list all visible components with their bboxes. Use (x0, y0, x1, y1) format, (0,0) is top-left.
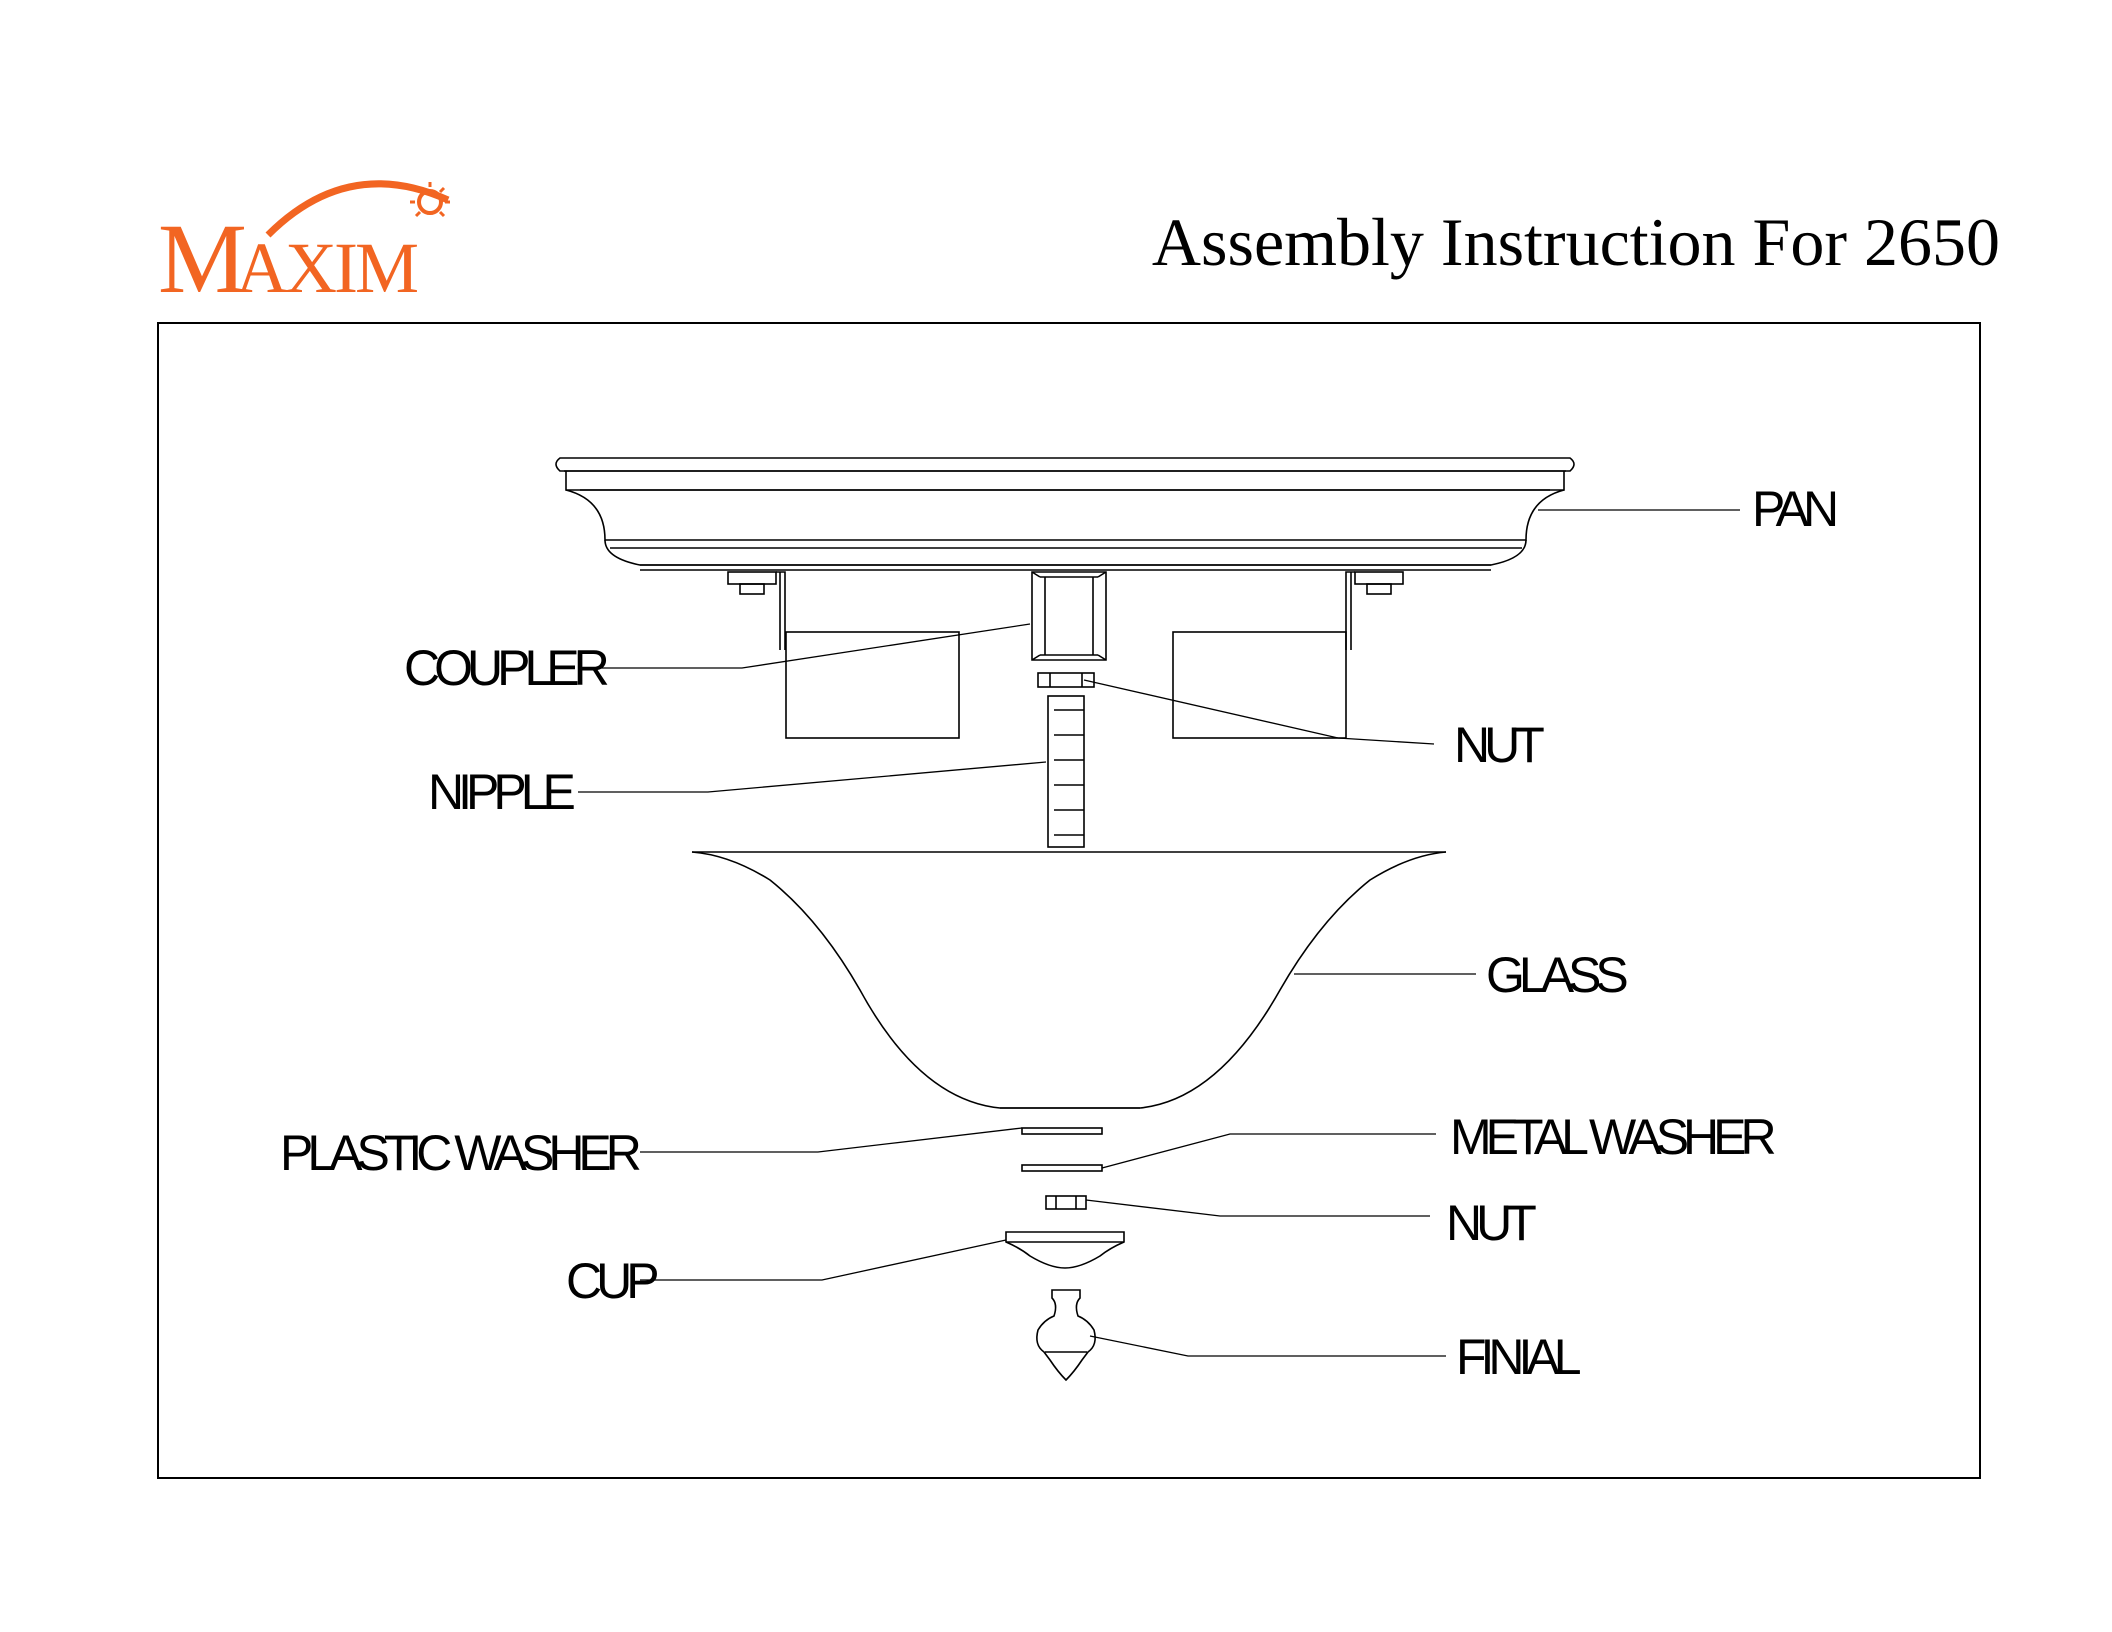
label-coupler: COUPLER (404, 643, 604, 693)
pan-part (556, 458, 1574, 570)
label-finial: FINIAL (1456, 1332, 1576, 1382)
label-plastic-washer: PLASTIC WASHER (280, 1128, 636, 1178)
glass-part (692, 852, 1446, 1108)
cup-part (1006, 1232, 1124, 1268)
metal-washer-leader (1102, 1134, 1436, 1168)
nipple-leader (578, 762, 1046, 792)
plastic-washer-part (1022, 1128, 1102, 1134)
coupler-leader (578, 624, 1030, 668)
label-cup: CUP (566, 1256, 654, 1306)
coupler-part (1032, 572, 1106, 660)
metal-washer-part (1022, 1165, 1102, 1171)
plastic-washer-leader (640, 1128, 1022, 1152)
lower-nut-leader (1086, 1200, 1430, 1216)
finial-leader (1090, 1336, 1446, 1356)
upper-nut-leader (1084, 680, 1434, 744)
label-nipple: NIPPLE (428, 767, 570, 817)
label-metal-washer: METAL WASHER (1450, 1112, 1771, 1162)
label-nut-lower: NUT (1446, 1198, 1531, 1248)
label-glass: GLASS (1486, 950, 1623, 1000)
finial-part (1037, 1290, 1095, 1380)
leader-lines (578, 510, 1740, 1356)
nipple-part (1048, 696, 1084, 847)
label-pan: PAN (1752, 484, 1833, 534)
cup-leader (640, 1240, 1006, 1280)
lower-nut-part (1046, 1196, 1086, 1209)
label-nut-upper: NUT (1454, 720, 1539, 770)
